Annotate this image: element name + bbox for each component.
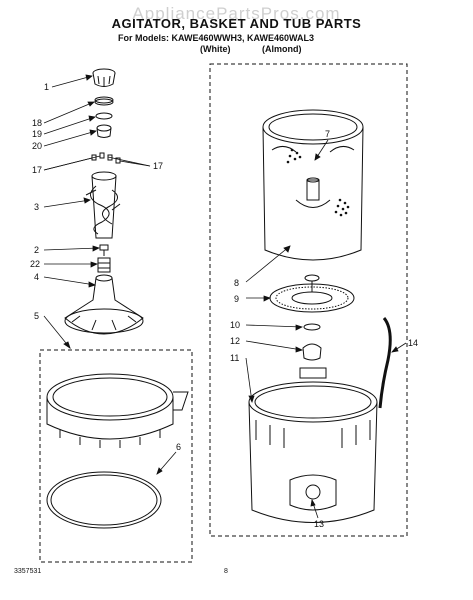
page-number: 8 [224, 568, 228, 575]
part-18-ring [94, 96, 114, 106]
part-19-o-ring [95, 112, 113, 120]
document-number: 3357531 [14, 568, 42, 575]
part-10-ring [303, 323, 321, 331]
callout-12: 12 [230, 336, 240, 346]
part-7-basket [262, 109, 364, 261]
models-line: For Models: KAWE460WWH3, KAWE460WAL3 [118, 33, 315, 43]
callout-17-left: 17 [32, 165, 42, 175]
callout-8: 8 [234, 278, 239, 288]
basket-perforations [286, 148, 350, 217]
part-9-hub [269, 274, 355, 313]
part-6-gasket [46, 471, 162, 529]
callout-20: 20 [32, 141, 42, 151]
callout-10: 10 [230, 320, 240, 330]
callout-22: 22 [30, 259, 40, 269]
variant-almond: (Almond) [262, 44, 302, 54]
page-title: AGITATOR, BASKET AND TUB PARTS [111, 16, 362, 31]
callout-2: 2 [34, 245, 39, 255]
callout-18: 18 [32, 118, 42, 128]
callout-6: 6 [176, 442, 181, 452]
callout-7: 7 [325, 129, 330, 139]
part-agitator-cap [92, 68, 116, 87]
part-3-auger [85, 171, 121, 239]
callout-4: 4 [34, 272, 39, 282]
group-basket-border [209, 63, 408, 537]
variant-white: (White) [200, 44, 231, 54]
callout-14: 14 [408, 338, 418, 348]
part-14-hose [378, 317, 392, 409]
part-4-agitator-base [64, 274, 144, 335]
part-20-cam [96, 124, 112, 138]
watermark: AppliancePartsPros.com [132, 4, 341, 23]
part-11-tub [248, 367, 378, 523]
part-22-nut [97, 257, 111, 273]
part-5-balance-ring [46, 373, 189, 448]
callout-17-right: 17 [153, 161, 163, 171]
callout-9: 9 [234, 294, 239, 304]
callout-1: 1 [44, 82, 49, 92]
callout-13: 13 [314, 519, 324, 529]
callout-19: 19 [32, 129, 42, 139]
part-17-dogs [91, 152, 121, 164]
callout-5: 5 [34, 311, 39, 321]
part-12-nut [302, 343, 322, 361]
part-2-bolt [99, 244, 109, 256]
callout-11: 11 [230, 353, 239, 363]
callout-3: 3 [34, 202, 39, 212]
